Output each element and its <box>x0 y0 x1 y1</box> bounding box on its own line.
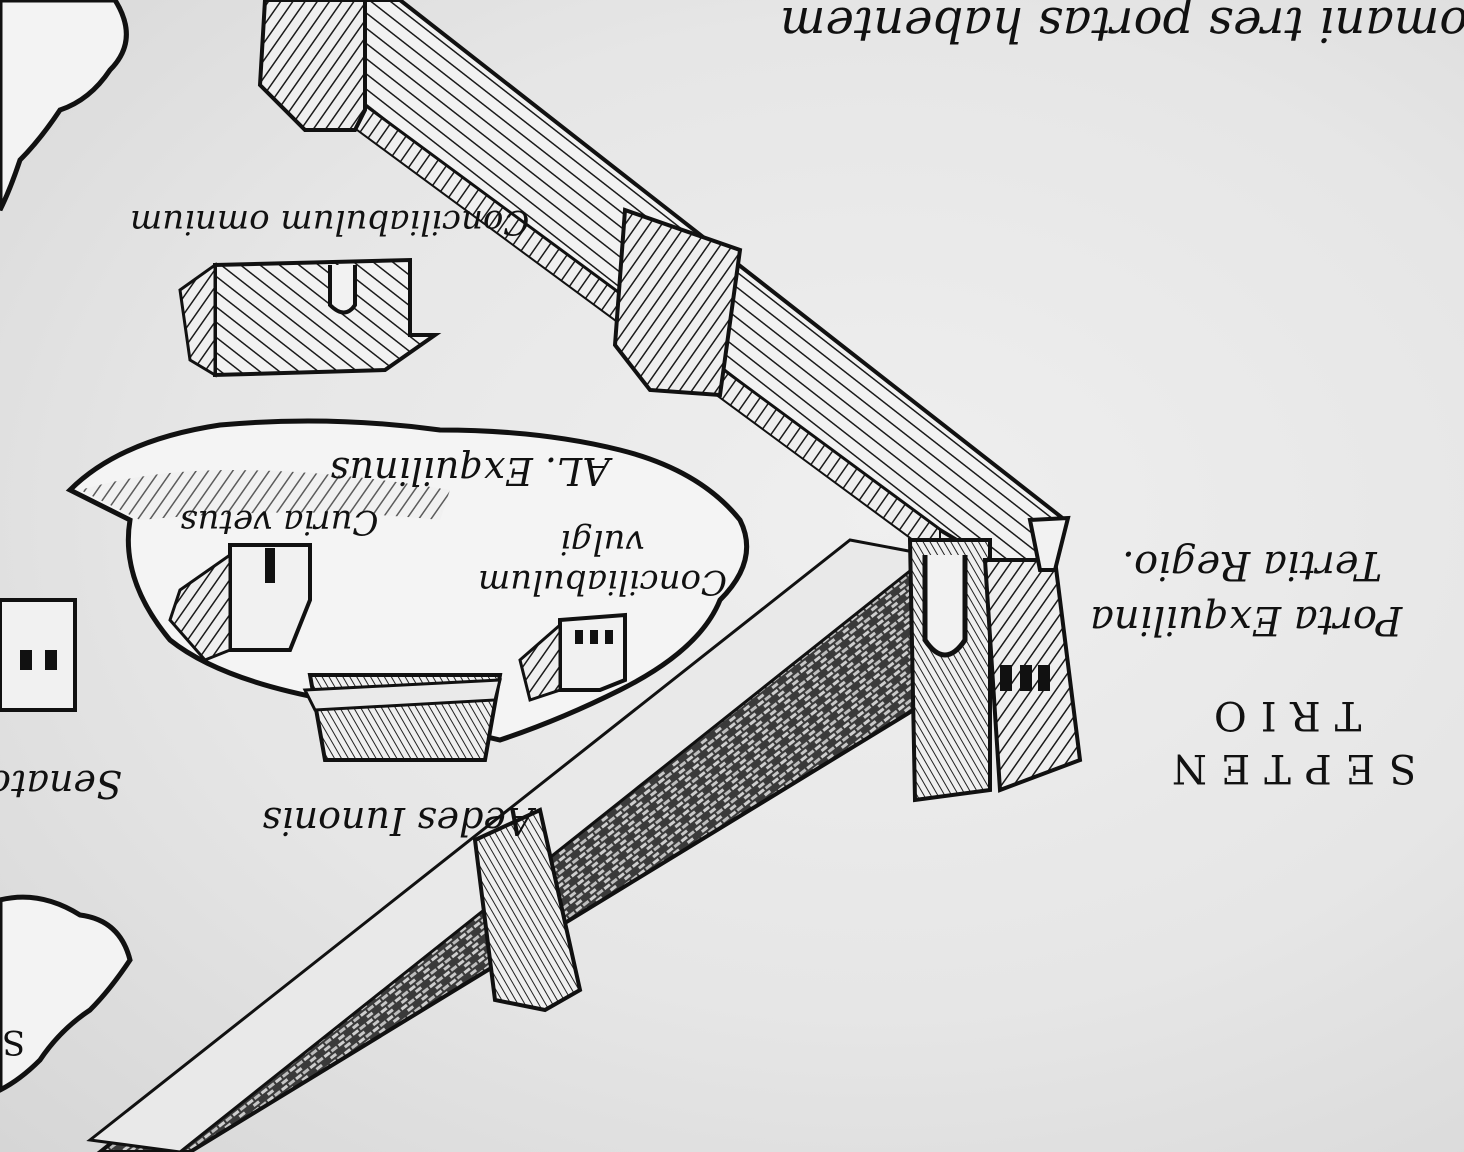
label-curia-vetus: Curia vetus <box>180 502 379 542</box>
lower-wall-tower <box>472 807 583 1013</box>
label-s-fragment: S <box>2 1022 26 1062</box>
upper-left-hill <box>0 0 129 212</box>
label-tertia-regio: Tertia Regio. <box>1122 542 1383 588</box>
gate-arch <box>922 555 968 658</box>
upper-wall-tower-left <box>257 0 367 132</box>
label-senator: Senator <box>0 762 122 806</box>
label-septen: SEPTEN <box>1158 745 1417 791</box>
conciliabulum-omnium-building <box>213 257 442 378</box>
label-porta-exquilina: Porta Exquilina <box>1090 597 1403 643</box>
temple-roof <box>302 678 502 712</box>
lower-left-hill <box>0 894 133 1093</box>
building-arch <box>328 265 357 315</box>
label-conciliabulum-vulgi-1: Conciliabulum <box>478 562 727 602</box>
upper-wall-tower-middle <box>612 207 743 398</box>
gate-window-2 <box>1020 665 1032 691</box>
label-aedes-iunonis: Aedes Iunonis <box>262 799 534 843</box>
gate-tower-right <box>982 558 1083 793</box>
gate-window-1 <box>1000 665 1012 691</box>
label-conciliabulum-vulgi-2: vulgi <box>560 522 645 562</box>
label-conciliabulum-omnium: Conciliabulum omnium <box>130 202 530 242</box>
label-trio: TRIO <box>1200 692 1362 738</box>
gate-window-3 <box>1038 665 1050 691</box>
left-edge-building <box>0 598 77 712</box>
label-al-exquilinus: AL. Exquilinus <box>330 449 610 493</box>
gate-top-cap <box>1027 515 1071 572</box>
curia-vetus-side <box>168 552 232 662</box>
conciliabulum-vulgi-building <box>558 612 627 692</box>
label-top-right: Romani tres portas habentem <box>780 0 1464 52</box>
esquiline-hill-shading <box>80 470 450 520</box>
curia-vetus-door <box>265 548 275 583</box>
building-side <box>178 262 217 378</box>
